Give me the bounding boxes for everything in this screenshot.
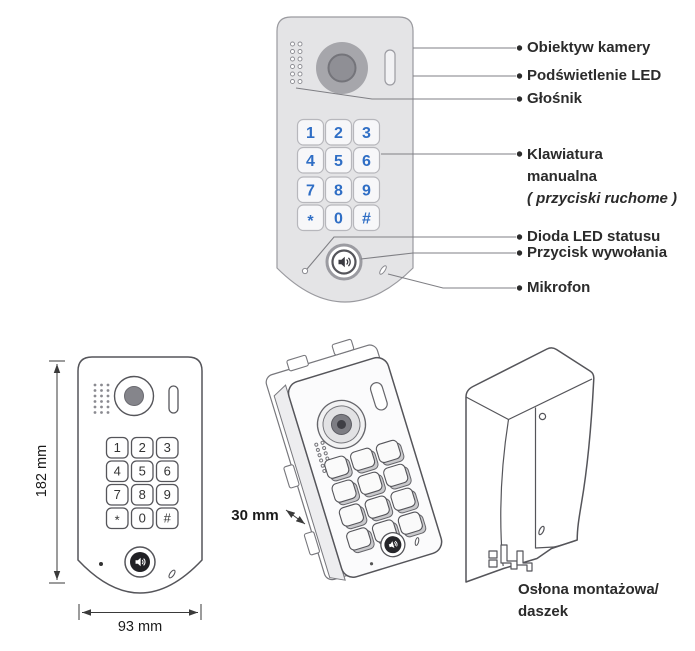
microphone-hole xyxy=(168,569,176,579)
mounting-cover-label-line2: daszek xyxy=(518,603,569,620)
svg-text:1: 1 xyxy=(114,440,121,455)
camera-lens xyxy=(113,375,155,417)
hood-hooks xyxy=(488,544,533,572)
svg-text:*: * xyxy=(115,513,120,528)
microphone-hole xyxy=(414,537,420,546)
svg-text:5: 5 xyxy=(139,464,146,479)
leader-lines xyxy=(295,47,516,289)
svg-text:#: # xyxy=(362,211,371,228)
keypad-3d xyxy=(324,439,427,554)
status-led xyxy=(369,562,374,566)
keypad: 1 2 3 4 5 6 7 8 9 * 0 # xyxy=(296,118,381,232)
keypad: 1 2 3 4 5 6 7 8 9 * 0 # xyxy=(105,436,179,530)
svg-text:6: 6 xyxy=(164,464,171,479)
svg-text:4: 4 xyxy=(114,464,121,479)
callout-microphone: Mikrofon xyxy=(527,279,591,296)
height-dimension-label: 182 mm xyxy=(34,445,50,497)
led-backlight-window xyxy=(369,382,388,411)
camera-lens xyxy=(316,42,368,94)
microphone-hole xyxy=(379,265,387,275)
callout-keypad: Klawiatura manualna ( przyciski ruchome … xyxy=(527,144,677,210)
mounting-cover-label-line1: Osłona montażowa/ xyxy=(518,581,659,598)
svg-text:0: 0 xyxy=(334,211,343,228)
svg-text:3: 3 xyxy=(164,440,171,455)
front-panel-view: 1 2 3 4 5 6 7 8 9 * 0 # xyxy=(276,16,414,303)
svg-text:9: 9 xyxy=(164,487,171,502)
height-dimension xyxy=(49,360,65,584)
callout-keypad-line1: Klawiatura xyxy=(527,146,603,163)
callout-bullets xyxy=(516,45,523,291)
svg-text:*: * xyxy=(307,213,314,230)
camera-lens xyxy=(316,399,367,450)
mounting-cover-view xyxy=(465,347,595,583)
callout-keypad-line2: manualna xyxy=(527,168,598,185)
svg-text:#: # xyxy=(164,511,172,526)
side-view xyxy=(265,338,443,581)
svg-text:3: 3 xyxy=(362,125,371,142)
call-button xyxy=(380,532,406,558)
svg-text:7: 7 xyxy=(114,487,121,502)
svg-text:8: 8 xyxy=(139,487,146,502)
svg-text:4: 4 xyxy=(306,153,315,170)
svg-text:2: 2 xyxy=(139,440,146,455)
speaker-grille xyxy=(93,383,110,414)
svg-text:0: 0 xyxy=(139,511,146,526)
svg-text:8: 8 xyxy=(334,183,343,200)
speaker-grille xyxy=(290,41,303,84)
callout-speaker: Głośnik xyxy=(527,90,583,107)
width-dimension-label: 93 mm xyxy=(118,619,162,635)
svg-text:7: 7 xyxy=(306,183,315,200)
bracket-tab xyxy=(286,354,309,372)
hood-silhouette xyxy=(465,347,595,583)
svg-text:1: 1 xyxy=(306,125,315,142)
callout-camera-lens: Obiektyw kamery xyxy=(527,39,651,56)
callout-led-backlight: Podświetlenie LED xyxy=(527,67,662,84)
led-backlight-window xyxy=(384,49,396,86)
depth-dimension xyxy=(285,509,306,525)
bracket-clip xyxy=(303,531,320,556)
callout-keypad-line3: ( przyciski ruchome ) xyxy=(527,190,678,207)
svg-text:6: 6 xyxy=(362,153,371,170)
bracket-clip xyxy=(283,464,300,489)
status-led xyxy=(301,267,309,275)
led-backlight-window xyxy=(168,385,179,414)
svg-text:5: 5 xyxy=(334,153,343,170)
screw-hole xyxy=(538,412,547,421)
status-led xyxy=(99,562,103,566)
call-button xyxy=(325,243,363,281)
keypad-key-labels: 1 2 3 4 5 6 7 8 9 * 0 # xyxy=(114,440,172,528)
dimension-view: 1 2 3 4 5 6 7 8 9 * 0 # 182 mm 93 mm xyxy=(34,356,203,635)
keypad-key-labels: 1 2 3 4 5 6 7 8 9 * 0 # xyxy=(306,125,371,230)
call-button xyxy=(124,546,156,578)
width-dimension xyxy=(78,604,202,620)
callout-call-button: Przycisk wywołania xyxy=(527,244,668,261)
slot-hole xyxy=(538,525,545,536)
mounting-cover-label: Osłona montażowa/ daszek xyxy=(518,579,659,623)
svg-text:2: 2 xyxy=(334,125,343,142)
bracket-tab xyxy=(331,338,355,356)
svg-text:9: 9 xyxy=(362,183,371,200)
callout-status-led: Dioda LED statusu xyxy=(527,228,661,245)
depth-dimension-label: 30 mm xyxy=(231,507,279,524)
